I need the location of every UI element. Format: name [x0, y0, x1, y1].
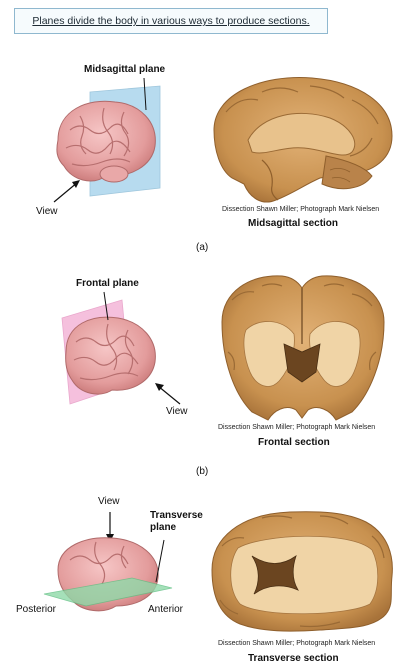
section-title-b: Frontal section: [258, 437, 330, 448]
view-arrow-a: [53, 181, 79, 203]
midsagittal-specimen: [213, 76, 393, 203]
frontal-plane-label: Frontal plane: [76, 278, 139, 289]
midsagittal-plane-label: Midsagittal plane: [84, 64, 166, 75]
transverse-plane: [43, 577, 173, 607]
midsagittal-label-line: [143, 77, 147, 111]
transverse-label-line: [155, 539, 165, 583]
photo-credit-a: Dissection Shawn Miller; Photograph Mark…: [222, 206, 380, 213]
section-title-a: Midsagittal section: [248, 218, 339, 229]
section-title-c: Transverse section: [248, 653, 339, 664]
transverse-plane-label-line2: plane: [150, 522, 177, 533]
view-label-b: View: [166, 406, 188, 417]
posterior-label: Posterior: [16, 604, 57, 615]
photo-credit-c: Dissection Shawn Miller; Photograph Mark…: [218, 640, 376, 647]
transverse-specimen: [211, 511, 393, 632]
view-arrowhead-b: [155, 383, 164, 391]
anterior-label: Anterior: [148, 604, 184, 615]
photo-credit-b: Dissection Shawn Miller; Photograph Mark…: [218, 424, 376, 431]
caption-box: [14, 8, 328, 34]
panel-letter-b: (b): [196, 466, 209, 477]
brain-illustration-a: [56, 100, 156, 183]
view-arrowhead-a: [72, 180, 80, 188]
view-label-c: View: [98, 496, 120, 507]
frontal-specimen: [221, 275, 385, 421]
transverse-plane-label-line1: Transverse: [150, 510, 203, 521]
panel-letter-a: (a): [196, 242, 209, 253]
frontal-label-line: [103, 291, 109, 321]
brain-illustration-b: [65, 316, 156, 395]
view-arrow-b: [157, 385, 181, 405]
figure-caption: Planes divide the body in various ways t…: [32, 15, 310, 27]
view-label-a: View: [36, 206, 58, 217]
